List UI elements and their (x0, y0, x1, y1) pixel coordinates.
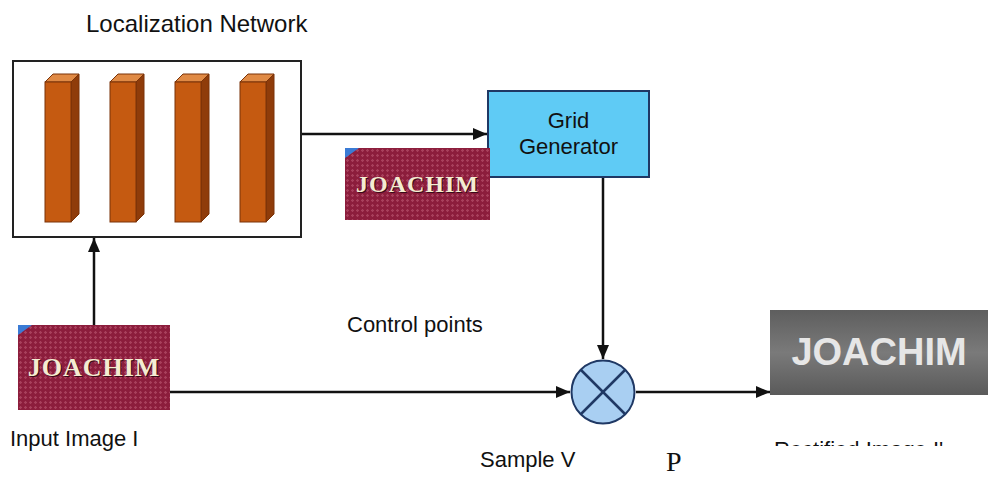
photo-corner (345, 148, 359, 158)
layer-bar (110, 74, 144, 222)
rectified-photo: JOACHIM (770, 310, 988, 395)
photo-text: JOACHIM (28, 353, 161, 383)
input-photo: JOACHIM (18, 325, 170, 410)
sampler-caption: Sample V (480, 447, 575, 473)
box-label: Grid Generator (509, 108, 629, 161)
box-heading: Localization Network (86, 10, 307, 38)
photo-text: JOACHIM (356, 171, 479, 198)
layer-bars (45, 74, 274, 222)
arrow-connector (302, 133, 487, 136)
photo-text: JOACHIM (791, 331, 966, 374)
localization-network-box: Localization Network (12, 60, 302, 238)
layer-bar (175, 74, 209, 222)
arrow-connector (636, 391, 770, 394)
image-caption: Input Image I (10, 426, 170, 452)
image-caption: Control points (347, 312, 1005, 338)
arrow-connector (602, 178, 605, 359)
photo-corner (18, 325, 32, 335)
input-image: JOACHIMInput Image I (18, 325, 170, 452)
process-box: Grid Generator (487, 90, 650, 178)
layer-bar (45, 74, 79, 222)
control-points-photo: JOACHIM (345, 148, 490, 220)
sampler-symbol (570, 359, 636, 425)
sampler-circle: Sample V (570, 359, 636, 425)
layer-bar (240, 74, 274, 222)
rectified-image: JOACHIMRectified Image I' (770, 310, 988, 463)
arrow-connector (170, 391, 570, 394)
edge-label: P (664, 446, 1005, 478)
arrow-connector (93, 238, 96, 325)
